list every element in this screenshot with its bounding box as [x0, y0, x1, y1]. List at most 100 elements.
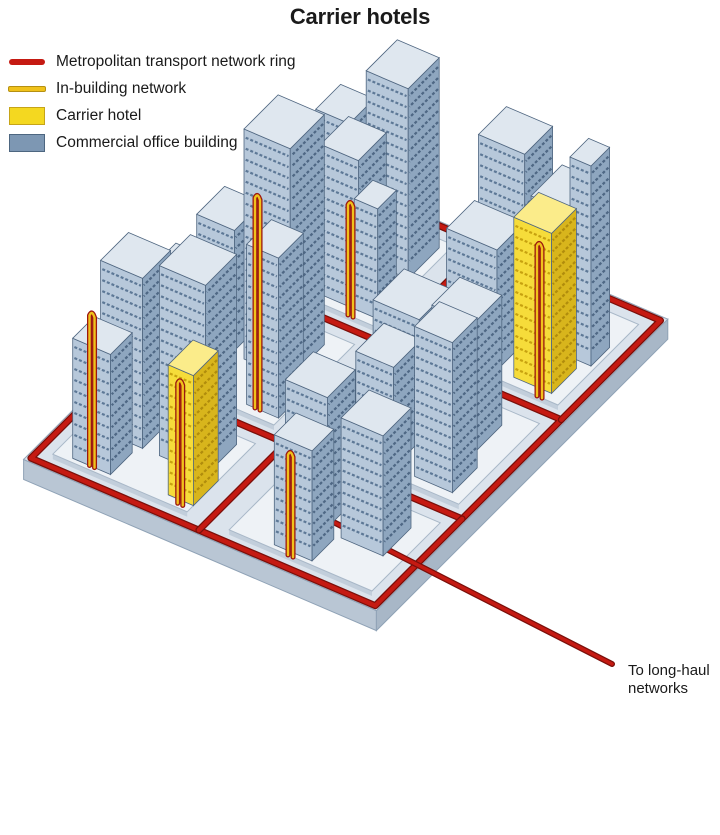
- window-row: [355, 250, 377, 262]
- window-row: [355, 228, 377, 240]
- building-roof: [284, 351, 357, 399]
- window-row: [193, 469, 218, 494]
- window-row: [193, 392, 218, 417]
- window-row: [110, 352, 132, 374]
- window-row: [452, 425, 477, 450]
- legend-label: Carrier hotel: [56, 106, 142, 124]
- window-row: [193, 425, 218, 450]
- window-row: [378, 253, 396, 272]
- window-row: [452, 392, 477, 417]
- window-row: [206, 317, 237, 348]
- diagram-title: Carrier hotels: [289, 4, 431, 29]
- window-row: [110, 396, 132, 418]
- window-row: [73, 390, 110, 407]
- window-row: [367, 89, 407, 109]
- window-row: [383, 482, 411, 510]
- building-roof: [365, 39, 440, 90]
- window-row: [552, 349, 576, 373]
- window-row: [312, 481, 334, 503]
- window-row: [275, 464, 311, 482]
- window-row: [357, 380, 393, 398]
- window-row: [206, 361, 237, 392]
- window-row: [552, 261, 576, 285]
- window-row: [342, 425, 382, 445]
- window-row: [591, 276, 610, 295]
- window-row: [275, 475, 311, 493]
- window-row: [452, 348, 477, 373]
- window-row: [342, 458, 382, 478]
- window-row: [193, 458, 218, 483]
- window-row: [278, 274, 303, 299]
- window-row: [571, 263, 590, 274]
- window-row: [571, 164, 590, 175]
- window-row: [552, 228, 576, 252]
- window-row: [160, 350, 205, 371]
- window-row: [378, 264, 396, 283]
- riser-top-left: [346, 201, 355, 319]
- window-row: [275, 497, 311, 515]
- window-row: [206, 284, 237, 315]
- window-row: [245, 180, 289, 202]
- window-row: [73, 412, 110, 429]
- window-row: [408, 121, 439, 152]
- window-row: [571, 296, 590, 307]
- window-row: [110, 418, 132, 440]
- window-row: [275, 519, 311, 537]
- window-row: [286, 398, 327, 417]
- window-row: [73, 434, 110, 451]
- window-row: [193, 403, 218, 428]
- window-row: [342, 447, 382, 467]
- window-row: [408, 110, 439, 141]
- window-row: [378, 242, 396, 261]
- legend-label: Metropolitan transport network ring: [56, 52, 296, 70]
- window-row: [479, 142, 524, 163]
- window-row: [552, 305, 576, 329]
- window-row: [479, 186, 524, 207]
- window-row: [275, 508, 311, 526]
- window-row: [571, 197, 590, 208]
- legend-item-ring: Metropolitan transport network ring: [8, 48, 296, 75]
- window-row: [206, 405, 237, 436]
- window-row: [415, 444, 452, 461]
- window-row: [415, 466, 452, 483]
- window-row: [408, 187, 439, 218]
- window-row: [571, 318, 590, 329]
- window-row: [169, 372, 193, 384]
- building-roof: [355, 322, 423, 368]
- window-row: [571, 252, 590, 263]
- window-row: [474, 314, 502, 342]
- window-row: [342, 480, 382, 500]
- window-row: [342, 513, 382, 533]
- window-row: [474, 413, 502, 441]
- legend-item-carrier-hotel: Carrier hotel: [8, 102, 296, 129]
- window-row: [571, 329, 590, 340]
- window-row: [474, 347, 502, 375]
- window-row: [383, 438, 411, 466]
- window-row: [591, 331, 610, 350]
- building-roof: [99, 232, 172, 279]
- window-row: [474, 391, 502, 419]
- window-row: [591, 243, 610, 262]
- window-row: [591, 177, 610, 196]
- window-row: [197, 233, 234, 250]
- window-row: [552, 360, 576, 384]
- window-row: [474, 336, 502, 364]
- window-row: [342, 436, 382, 456]
- window-row: [358, 141, 386, 169]
- building-roof: [353, 179, 398, 210]
- window-row: [415, 378, 452, 395]
- window-row: [110, 385, 132, 407]
- riser-carrier-hotel-top: [535, 242, 544, 400]
- ring-connector: [196, 441, 288, 533]
- window-row: [193, 447, 218, 472]
- window-row: [383, 427, 411, 455]
- window-row: [101, 312, 142, 331]
- window-row: [479, 175, 524, 196]
- window-row: [515, 224, 551, 242]
- window-row: [321, 185, 358, 202]
- window-row: [327, 378, 355, 406]
- window-row: [321, 174, 358, 191]
- window-row: [591, 166, 610, 185]
- window-row: [552, 338, 576, 362]
- window-row: [290, 123, 324, 157]
